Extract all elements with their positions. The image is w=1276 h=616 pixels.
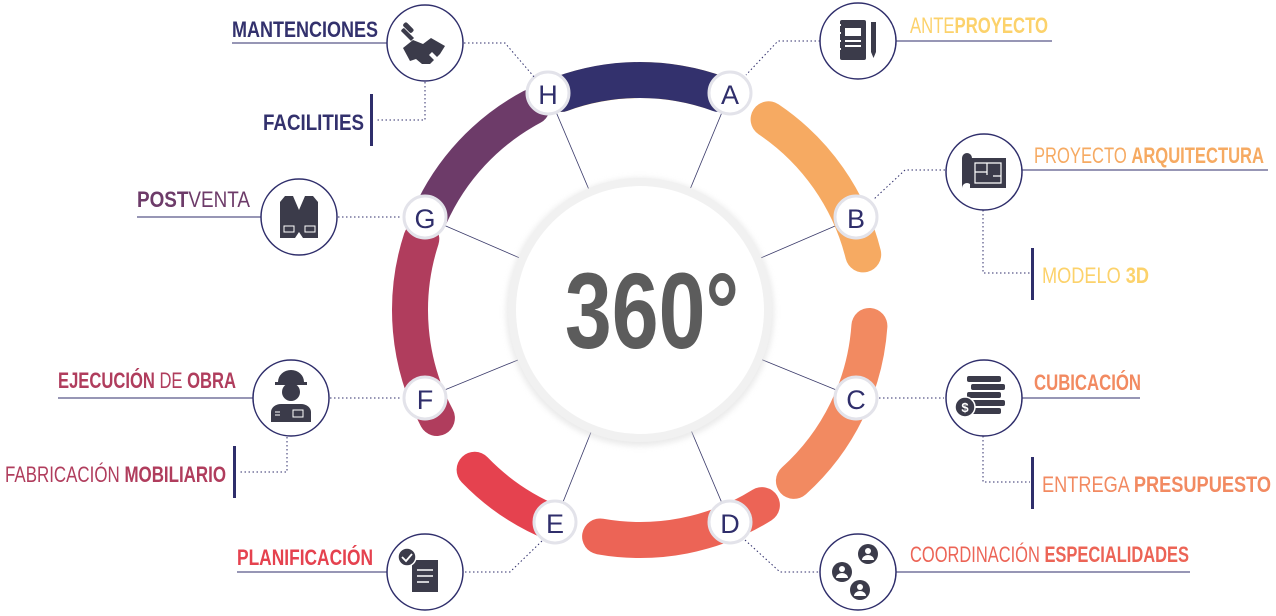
center-disc bbox=[516, 186, 764, 434]
label-planificacion: PLANIFICACIÓN bbox=[237, 545, 373, 570]
step-nodes: A B C D E F G H bbox=[402, 70, 879, 545]
node-h[interactable]: H bbox=[525, 70, 571, 116]
label-ejecucion-bold1: EJECUCIÓN bbox=[58, 368, 155, 393]
label-modelo-bold: 3D bbox=[1126, 263, 1149, 288]
checklist-document-icon bbox=[397, 547, 438, 592]
blueprint-icon bbox=[962, 153, 1006, 188]
node-letter-b: B bbox=[847, 204, 865, 234]
label-entrega-bold: PRESUPUESTO bbox=[1134, 472, 1271, 497]
node-b[interactable]: B bbox=[833, 194, 879, 240]
label-modelo-normal: MODELO bbox=[1042, 263, 1126, 288]
node-letter-h: H bbox=[538, 80, 558, 110]
label-coordinacion: COORDINACIÓN ESPECIALIDADES bbox=[910, 542, 1189, 567]
label-entrega: ENTREGA PRESUPUESTO bbox=[1042, 472, 1271, 497]
label-fabricacion-normal: FABRICACIÓN bbox=[5, 462, 124, 487]
coins-icon: $ bbox=[954, 376, 1005, 418]
ring-arc-g bbox=[411, 88, 550, 235]
connector-entrega bbox=[982, 436, 1030, 483]
label-proyecto-normal: PROYECTO bbox=[1034, 143, 1131, 168]
label-ejecucion: EJECUCIÓN DE OBRA bbox=[58, 368, 236, 393]
accent-bars bbox=[233, 94, 1034, 509]
connector-a bbox=[745, 40, 820, 76]
node-c[interactable]: C bbox=[833, 375, 879, 421]
node-f[interactable]: F bbox=[402, 375, 448, 421]
worker-helmet-icon bbox=[271, 370, 311, 422]
label-ejecucion-normal: DE bbox=[155, 368, 187, 393]
node-g[interactable]: G bbox=[402, 194, 448, 240]
label-mantenciones: MANTENCIONES bbox=[232, 17, 378, 42]
node-a[interactable]: A bbox=[707, 70, 753, 116]
connector-fabricacion bbox=[240, 437, 288, 473]
node-e[interactable]: E bbox=[532, 499, 578, 545]
label-facilities: FACILITIES bbox=[263, 110, 364, 135]
label-postventa-normal: VENTA bbox=[188, 187, 250, 212]
node-letter-d: D bbox=[720, 509, 740, 539]
connector-facilities bbox=[376, 82, 426, 121]
label-proyecto: PROYECTO ARQUITECTURA bbox=[1034, 143, 1264, 168]
label-fabricacion: FABRICACIÓN MOBILIARIO bbox=[5, 462, 226, 487]
node-d[interactable]: D bbox=[707, 499, 753, 545]
dotted-connectors bbox=[240, 40, 1030, 573]
handshake-wrench-icon bbox=[401, 22, 445, 64]
connector-e bbox=[465, 539, 544, 573]
node-letter-e: E bbox=[546, 509, 564, 539]
label-anteproyecto-bold: PROYECTO bbox=[955, 13, 1048, 38]
label-entrega-normal: ENTREGA bbox=[1042, 472, 1134, 497]
node-letter-g: G bbox=[414, 204, 435, 234]
connector-h bbox=[464, 42, 536, 79]
label-postventa-bold: POST bbox=[137, 187, 189, 212]
label-anteproyecto: ANTEPROYECTO bbox=[910, 13, 1048, 38]
svg-text:$: $ bbox=[961, 400, 969, 415]
vest-icon bbox=[280, 196, 318, 238]
label-cubicacion: CUBICACIÓN bbox=[1034, 370, 1141, 395]
team-chat-icon bbox=[832, 544, 878, 600]
node-letter-c: C bbox=[846, 385, 866, 415]
connector-b bbox=[872, 169, 945, 201]
label-coordinacion-bold: ESPECIALIDADES bbox=[1044, 542, 1189, 567]
label-modelo: MODELO 3D bbox=[1042, 263, 1149, 288]
label-ejecucion-bold2: OBRA bbox=[187, 368, 236, 393]
label-proyecto-bold: ARQUITECTURA bbox=[1131, 143, 1264, 168]
label-postventa: POSTVENTA bbox=[137, 187, 250, 212]
label-underlines bbox=[58, 40, 1268, 573]
connector-d bbox=[744, 539, 820, 573]
notebook-pencil-icon bbox=[837, 20, 876, 60]
center-title: 360° bbox=[565, 250, 739, 372]
ring-arc-h bbox=[543, 62, 737, 112]
node-letter-f: F bbox=[417, 385, 434, 415]
label-coordinacion-normal: COORDINACIÓN bbox=[910, 542, 1044, 567]
connector-modelo bbox=[982, 210, 1030, 274]
node-letter-a: A bbox=[721, 80, 739, 110]
label-fabricacion-bold: MOBILIARIO bbox=[124, 462, 226, 487]
label-anteproyecto-normal: ANTE bbox=[910, 13, 955, 38]
